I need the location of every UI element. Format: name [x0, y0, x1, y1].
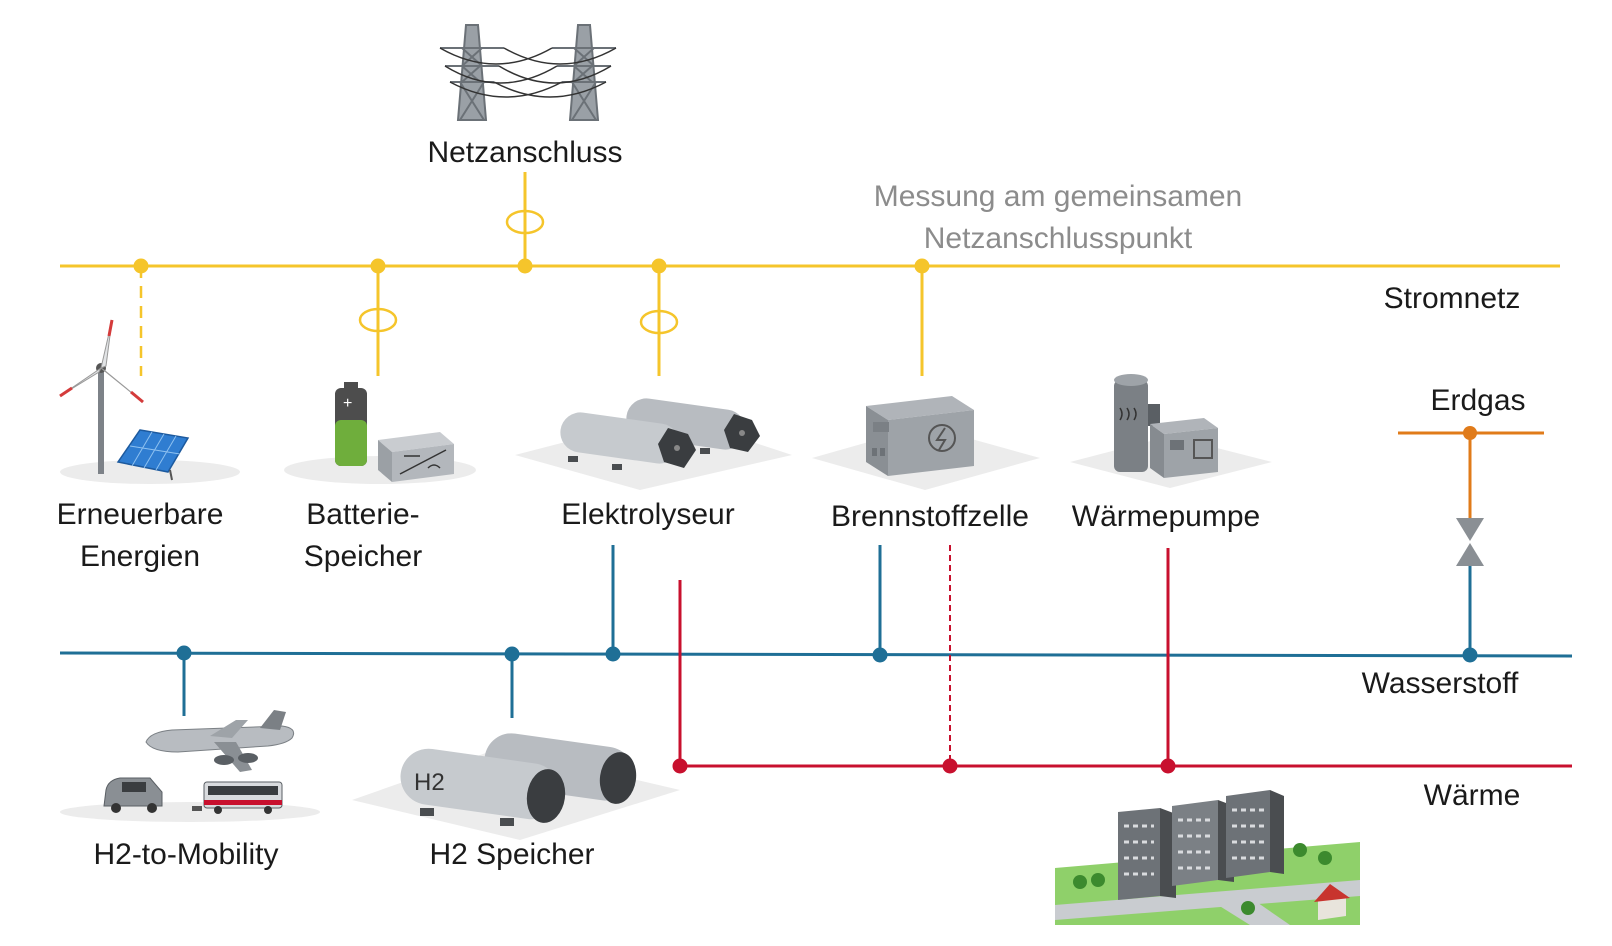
battery-label-line1: Batterie- [306, 498, 419, 531]
strom-node [651, 258, 667, 274]
heat-node [672, 758, 688, 774]
wasserstoff-network-label: Wasserstoff [1362, 667, 1519, 700]
mobility-label: H2-to-Mobility [93, 838, 278, 871]
wind-solar-icon [59, 319, 240, 484]
city-buildings-icon [1055, 790, 1360, 925]
battery-label-line2: Speicher [304, 540, 422, 573]
h2-tank-icon: H2 [352, 733, 680, 840]
svg-text:+: + [343, 395, 352, 412]
strom-node [914, 258, 930, 274]
renewables-label-line2: Energien [80, 540, 200, 573]
electrolyzer-icon [515, 398, 792, 490]
h2-node [176, 645, 192, 661]
strom-network [60, 172, 1560, 376]
wasserstoff-bus-line [59, 651, 1573, 658]
valve-icon [1456, 518, 1484, 566]
battery-meter-icon [358, 307, 398, 333]
h2-node [605, 646, 621, 662]
erdgas-network-label: Erdgas [1430, 384, 1525, 417]
strom-node [370, 258, 386, 274]
power-pylon-icon [439, 24, 617, 121]
waerme-network [672, 545, 1572, 774]
battery-storage-icon: + [284, 382, 476, 484]
grid-meter-icon [505, 209, 545, 235]
h2-node [872, 647, 888, 663]
electrolyzer-label: Elektrolyseur [561, 498, 734, 531]
measurement-note-line1: Messung am gemeinsamen [874, 180, 1243, 213]
heat-node [942, 758, 958, 774]
vehicles-icon [60, 710, 320, 822]
h2-node [504, 646, 520, 662]
heatpump-label: Wärmepumpe [1072, 500, 1260, 533]
fuel-cell-icon [812, 396, 1040, 490]
strom-node [133, 258, 149, 274]
grid-connection-label: Netzanschluss [427, 136, 622, 169]
erdgas-network [1398, 426, 1544, 655]
electrolyzer-meter-icon [639, 309, 679, 335]
renewables-label-line1: Erneuerbare [57, 498, 224, 531]
erdgas-node [1463, 426, 1477, 440]
wasserstoff-network [59, 545, 1573, 718]
heat-pump-icon [1070, 374, 1272, 488]
heat-node [1160, 758, 1176, 774]
h2-storage-label: H2 Speicher [429, 838, 594, 871]
fuelcell-label: Brennstoffzelle [831, 500, 1029, 533]
strom-network-label: Stromnetz [1384, 282, 1521, 315]
h2-tank-marking: H2 [414, 769, 445, 796]
measurement-note-line2: Netzanschlusspunkt [924, 222, 1193, 255]
waerme-network-label: Wärme [1424, 779, 1521, 812]
h2-node [1462, 647, 1478, 663]
strom-node [517, 258, 533, 274]
